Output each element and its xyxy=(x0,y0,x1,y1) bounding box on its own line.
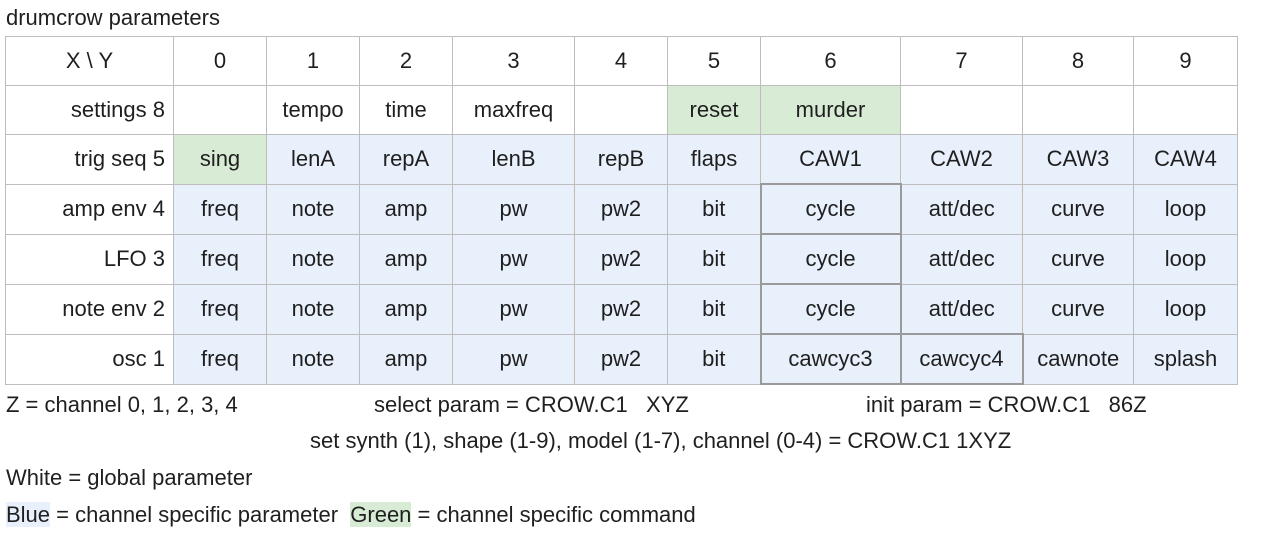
parameter-cell xyxy=(1133,85,1238,135)
parameter-cell: maxfreq xyxy=(452,85,575,135)
parameter-cell: amp xyxy=(359,333,453,385)
legend-blue-green: Blue = channel specific parameter Green … xyxy=(6,500,696,530)
parameter-cell: cycle xyxy=(759,183,902,235)
column-header-cell: 4 xyxy=(574,36,668,86)
parameter-cell: reset xyxy=(667,85,761,135)
parameter-cell: flaps xyxy=(667,134,761,185)
channel-note: Z = channel 0, 1, 2, 3, 4 xyxy=(6,392,238,417)
parameter-cell: pw2 xyxy=(574,183,668,235)
column-header-cell: 5 xyxy=(667,36,761,86)
parameter-cell xyxy=(1022,85,1134,135)
parameter-cell: pw2 xyxy=(574,283,668,335)
init-param-note: init param = CROW.C1 86Z xyxy=(866,392,1147,417)
parameter-cell: repA xyxy=(359,134,453,185)
parameter-cell: CAW4 xyxy=(1133,134,1238,185)
parameter-cell: freq xyxy=(173,183,267,235)
parameter-cell: murder xyxy=(760,85,901,135)
parameter-cell: pw xyxy=(452,233,575,285)
select-param-note: select param = CROW.C1 XYZ xyxy=(374,392,689,417)
parameter-cell: att/dec xyxy=(900,183,1023,235)
parameter-cell: CAW1 xyxy=(760,134,901,185)
parameter-cell: cawcyc3 xyxy=(759,333,902,385)
parameter-cell: freq xyxy=(173,283,267,335)
row-header-cell: note env 2 xyxy=(5,283,174,335)
parameter-cell: pw xyxy=(452,283,575,335)
column-header-cell: 2 xyxy=(359,36,453,86)
parameter-cell: pw2 xyxy=(574,333,668,385)
legend-green-text: = channel specific command xyxy=(411,502,696,527)
parameter-cell: lenA xyxy=(266,134,360,185)
column-header-cell: 8 xyxy=(1022,36,1134,86)
parameter-cell: bit xyxy=(667,233,761,285)
page-title: drumcrow parameters xyxy=(6,5,220,30)
parameter-cell: bit xyxy=(667,183,761,235)
parameter-cell xyxy=(173,85,267,135)
parameter-cell: note xyxy=(266,333,360,385)
parameter-cell xyxy=(574,85,668,135)
parameter-cell: lenB xyxy=(452,134,575,185)
column-header-cell: 0 xyxy=(173,36,267,86)
parameter-cell: time xyxy=(359,85,453,135)
parameter-cell: amp xyxy=(359,183,453,235)
parameter-cell: note xyxy=(266,283,360,335)
column-header-cell: 7 xyxy=(900,36,1023,86)
parameter-cell: att/dec xyxy=(900,233,1023,285)
parameter-cell: amp xyxy=(359,283,453,335)
parameter-cell: repB xyxy=(574,134,668,185)
parameter-cell: sing xyxy=(173,134,267,185)
row-header-cell: trig seq 5 xyxy=(5,134,174,185)
parameter-cell: pw2 xyxy=(574,233,668,285)
parameter-cell: amp xyxy=(359,233,453,285)
parameter-cell: note xyxy=(266,233,360,285)
row-header-cell: LFO 3 xyxy=(5,233,174,285)
row-header-cell: amp env 4 xyxy=(5,183,174,235)
parameter-cell: curve xyxy=(1022,183,1134,235)
parameter-cell: note xyxy=(266,183,360,235)
parameter-cell: bit xyxy=(667,283,761,335)
parameter-cell: loop xyxy=(1133,233,1238,285)
parameter-cell xyxy=(900,85,1023,135)
parameter-cell: CAW3 xyxy=(1022,134,1134,185)
set-synth-note: set synth (1), shape (1-9), model (1-7),… xyxy=(310,428,1012,453)
parameter-cell: pw xyxy=(452,183,575,235)
parameter-cell: cycle xyxy=(759,283,902,335)
row-header-cell: settings 8 xyxy=(5,85,174,135)
legend-green-swatch: Green xyxy=(350,502,412,527)
legend-blue-text: = channel specific parameter xyxy=(50,502,351,527)
parameter-cell: freq xyxy=(173,333,267,385)
parameter-cell: cawcyc4 xyxy=(899,333,1024,385)
legend-blue-swatch: Blue xyxy=(6,502,51,527)
parameter-cell: curve xyxy=(1022,283,1134,335)
parameter-cell: att/dec xyxy=(900,283,1023,335)
column-header-cell: 9 xyxy=(1133,36,1238,86)
parameter-cell: tempo xyxy=(266,85,360,135)
parameter-cell: cawnote xyxy=(1022,333,1134,385)
column-header-cell: 1 xyxy=(266,36,360,86)
parameter-cell: freq xyxy=(173,233,267,285)
parameter-cell: pw xyxy=(452,333,575,385)
parameter-cell: bit xyxy=(667,333,761,385)
parameter-cell: curve xyxy=(1022,233,1134,285)
column-header-cell: 3 xyxy=(452,36,575,86)
corner-header-cell: X \ Y xyxy=(5,36,174,86)
row-header-cell: osc 1 xyxy=(5,333,174,385)
column-header-cell: 6 xyxy=(760,36,901,86)
parameter-cell: loop xyxy=(1133,283,1238,335)
parameter-cell: CAW2 xyxy=(900,134,1023,185)
parameter-cell: loop xyxy=(1133,183,1238,235)
parameter-cell: cycle xyxy=(759,233,902,285)
legend-white: White = global parameter xyxy=(6,465,253,490)
parameter-cell: splash xyxy=(1133,333,1238,385)
